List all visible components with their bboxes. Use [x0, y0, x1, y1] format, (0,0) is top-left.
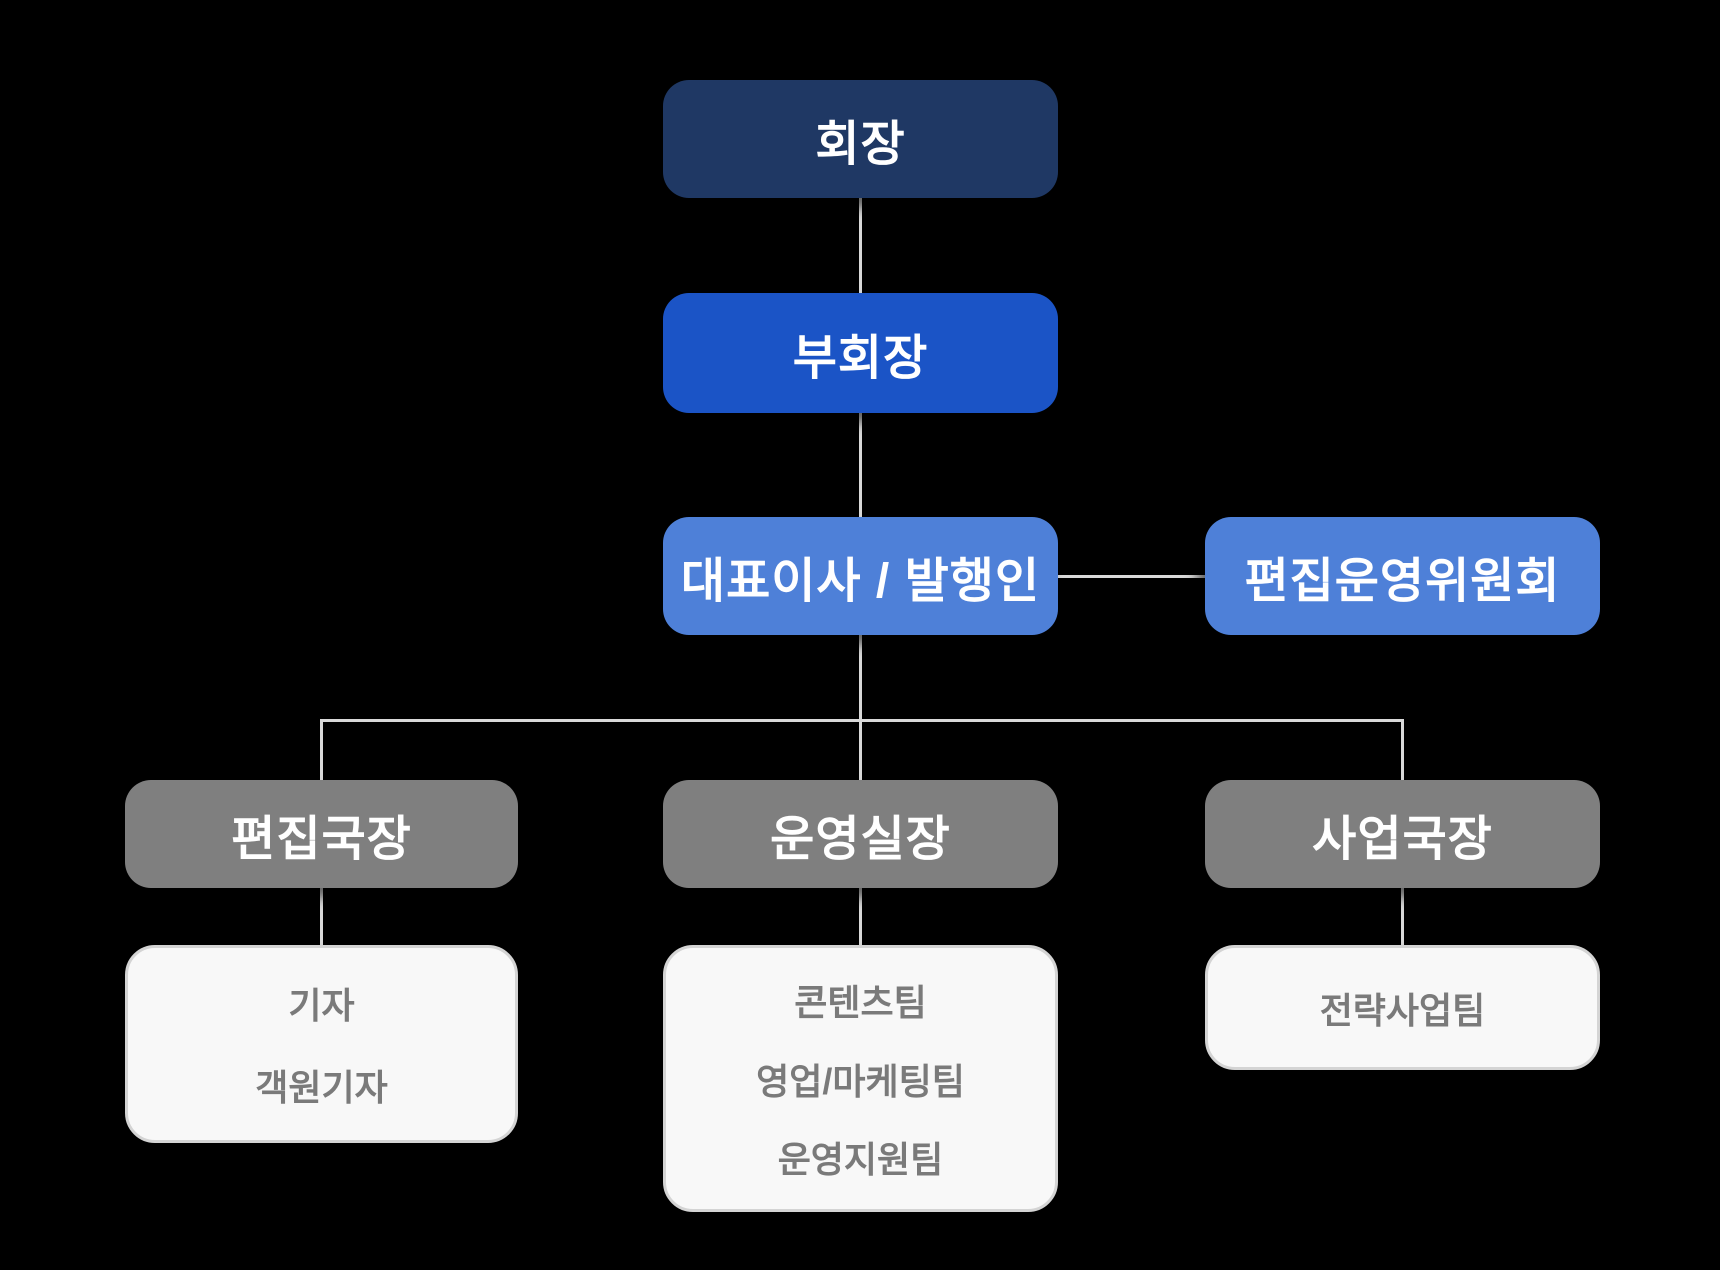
node-business-director: 사업국장	[1205, 780, 1600, 888]
node-operations-director: 운영실장	[663, 780, 1058, 888]
box-editorial-team: 기자 객원기자	[125, 945, 518, 1143]
node-vice-chairman-label: 부회장	[792, 332, 929, 385]
node-chairman: 회장	[663, 80, 1058, 198]
connector-operations-director-team	[859, 888, 862, 945]
node-vice-chairman: 부회장	[663, 293, 1058, 413]
connector-ceo-committee	[1058, 575, 1205, 578]
connector-ceo-branch	[859, 635, 862, 780]
box-business-team: 전략사업팀	[1205, 945, 1600, 1070]
connector-branch-horizontal	[320, 719, 1404, 722]
team-item-operations-support: 운영지원팀	[777, 1138, 944, 1180]
node-editorial-director-label: 편집국장	[231, 813, 412, 866]
node-ceo-publisher-label: 대표이사 / 발행인	[680, 555, 1041, 608]
node-chairman-label: 회장	[815, 118, 906, 171]
connector-business-director-team	[1401, 888, 1404, 945]
team-item-strategic-business: 전략사업팀	[1319, 989, 1486, 1031]
node-ceo-publisher: 대표이사 / 발행인	[663, 517, 1058, 635]
node-business-director-label: 사업국장	[1312, 813, 1493, 866]
team-item-reporter: 기자	[288, 985, 355, 1027]
node-editorial-committee: 편집운영위원회	[1205, 517, 1600, 635]
connector-editorial-director-team	[320, 888, 323, 945]
node-editorial-committee-label: 편집운영위원회	[1244, 555, 1561, 608]
connector-drop-editorial-director	[320, 719, 323, 780]
connector-drop-business-director	[1401, 719, 1404, 780]
connector-chairman-vicechairman	[859, 198, 862, 293]
box-operations-team: 콘텐츠팀 영업/마케팅팀 운영지원팀	[663, 945, 1058, 1212]
connector-vicechairman-ceo	[859, 413, 862, 517]
team-item-sales-marketing: 영업/마케팅팀	[756, 1060, 965, 1102]
team-item-content: 콘텐츠팀	[794, 982, 927, 1024]
team-item-guest-reporter: 객원기자	[255, 1066, 388, 1108]
node-operations-director-label: 운영실장	[770, 813, 951, 866]
node-editorial-director: 편집국장	[125, 780, 518, 888]
